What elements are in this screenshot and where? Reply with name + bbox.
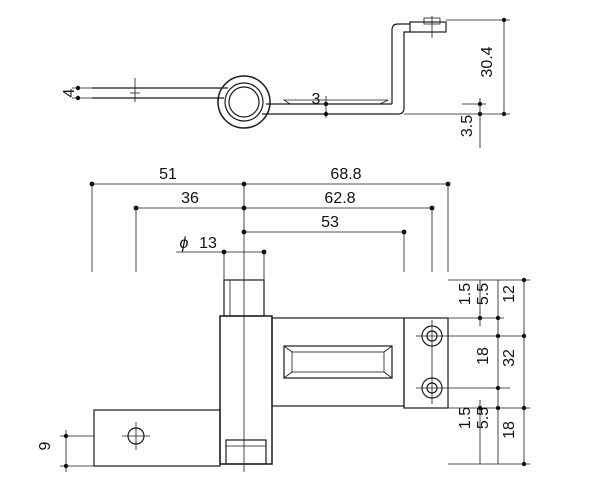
dim-9-label: 9 [37, 441, 54, 450]
leaf-slot-outer [283, 345, 393, 379]
dim-3-5-label: 3.5 [459, 115, 476, 137]
dim-dot [75, 95, 81, 101]
knuckle-pin [228, 86, 260, 118]
dim-4-label: 4 [61, 88, 78, 97]
slot-bevel [383, 345, 393, 353]
dim-dot [63, 463, 69, 469]
riser-outer [397, 31, 410, 115]
dim-dot [75, 85, 81, 91]
slot-bevel [383, 371, 393, 379]
dim-62-8-label: 62.8 [324, 190, 355, 207]
dim-dot [477, 101, 483, 107]
dim-dot [477, 405, 483, 411]
knuckle-outer [217, 75, 271, 129]
dim-dot [495, 315, 501, 321]
dim-dot [323, 101, 329, 107]
dim-dot [501, 111, 507, 117]
phi-symbol: ϕ [180, 235, 189, 252]
dim-1-5-bottom-label: 1.5 [457, 407, 474, 429]
top-flange [409, 21, 447, 33]
dim-dot [477, 111, 483, 117]
knuckle-body [219, 315, 273, 465]
dim-12-label: 12 [501, 285, 518, 303]
dim-dot [521, 277, 527, 283]
dim-51-label: 51 [159, 166, 177, 183]
dim-dot [501, 17, 507, 23]
knuckle-inner [224, 82, 264, 122]
dim-68-8-label: 68.8 [330, 166, 361, 183]
riser-inner [391, 23, 410, 104]
dim-32-label: 32 [501, 349, 518, 367]
dim-1-5-top-label: 1.5 [457, 283, 474, 305]
dim-dot [477, 315, 483, 321]
dim-53-label: 53 [321, 214, 339, 231]
dim-36-label: 36 [181, 190, 199, 207]
dim-30-4-label: 30.4 [479, 46, 496, 77]
knuckle-bottom [225, 439, 267, 465]
slot-bevel [283, 371, 293, 379]
dim-5-5-bottom-label: 5.5 [475, 407, 492, 429]
left-leaf [93, 409, 221, 467]
dim-dot [63, 433, 69, 439]
dim-5-5-top-label: 5.5 [475, 283, 492, 305]
screw-plate [403, 317, 449, 409]
dim-dot [495, 405, 501, 411]
front-view: 51 68.8 36 62.8 53 ϕ 13 [37, 166, 530, 472]
leaf-slot-inner [291, 351, 385, 373]
dim-18-bottom-label: 18 [501, 421, 518, 439]
dim-dot [521, 461, 527, 467]
dim-dot [323, 111, 329, 117]
dim-phi13-label: 13 [199, 235, 217, 252]
dim-3-label: 3 [312, 91, 321, 108]
plate-recess [282, 99, 389, 105]
top-view: 4 3 30.4 3.5 [61, 16, 510, 148]
flange-screw [423, 17, 441, 25]
dim-18-mid-label: 18 [475, 347, 492, 365]
slot-bevel [283, 345, 293, 353]
